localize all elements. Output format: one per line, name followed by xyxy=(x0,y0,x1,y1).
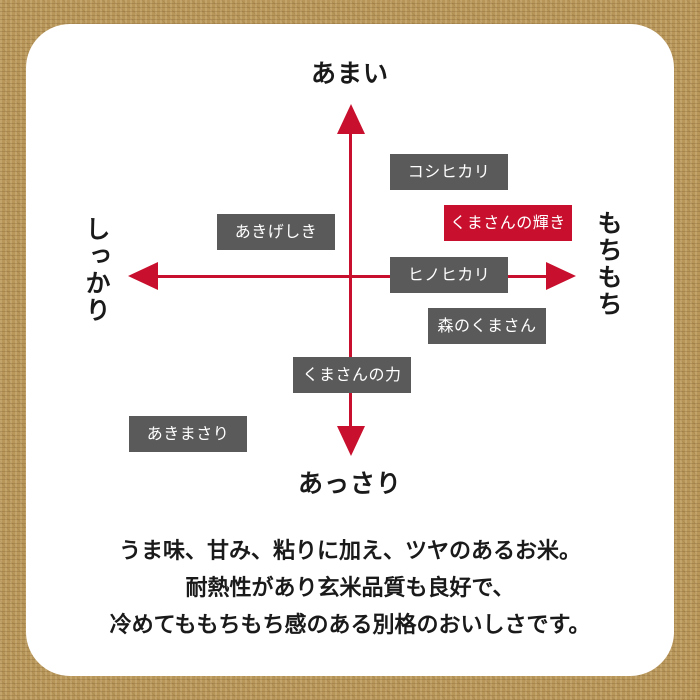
axis-label-top: あまい xyxy=(310,59,389,88)
arrow-right-icon xyxy=(546,262,576,290)
axis-label-bottom: あっさり xyxy=(297,469,402,498)
variety-tag-akimasari: あきまさり xyxy=(129,416,247,452)
description-line-3: 冷めてももちもち感のある別格のおいしさです。 xyxy=(109,612,591,638)
description-line-1: うま味、甘み、粘りに加え、ツヤのあるお米。 xyxy=(118,538,581,564)
variety-tag-kumasan-no-kagayaki: くまさんの輝き xyxy=(444,205,572,241)
description-line-2: 耐熱性があり玄米品質も良好で、 xyxy=(185,575,515,601)
variety-tag-kumasan-no-chikara: くまさんの力 xyxy=(293,357,411,393)
arrow-down-icon xyxy=(337,426,365,456)
axis-label-left: しっかり xyxy=(82,216,111,324)
arrow-up-icon xyxy=(337,104,365,134)
vertical-axis-line xyxy=(349,132,352,432)
variety-tag-koshihikari: コシヒカリ xyxy=(390,154,508,190)
variety-tag-akigeshiki: あきげしき xyxy=(217,214,335,250)
arrow-left-icon xyxy=(128,262,158,290)
variety-tag-mori-no-kumasan: 森のくまさん xyxy=(428,308,546,344)
axis-label-right: もちもち xyxy=(594,210,623,318)
variety-tag-hinohikari: ヒノヒカリ xyxy=(390,257,508,293)
content-card: あまい あっさり しっかり もちもち コシヒカリ くまさんの輝き あきげしき ヒ… xyxy=(26,24,674,676)
horizontal-axis-line xyxy=(152,275,552,278)
